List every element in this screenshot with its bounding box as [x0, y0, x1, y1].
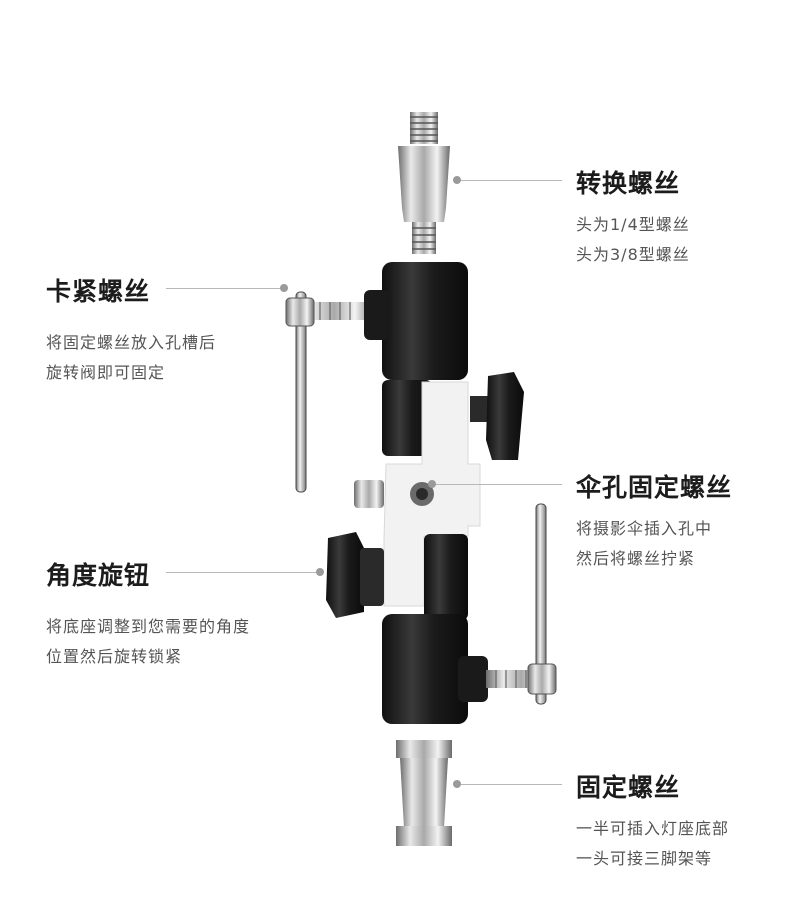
callout-fixed-screw: 固定螺丝 一半可插入灯座底部 一头可接三脚架等	[576, 768, 729, 874]
callout-line: 头为1/4型螺丝	[576, 215, 690, 234]
clamp-screw-assembly	[285, 290, 390, 493]
leader-convert-screw	[458, 180, 562, 181]
callout-line: 将固定螺丝放入孔槽后	[46, 333, 217, 352]
callout-line: 然后将螺丝拧紧	[576, 549, 696, 568]
callout-line: 旋转阀即可固定	[46, 363, 166, 382]
leader-dot-angle-knob	[316, 568, 324, 576]
leader-clamp-screw	[166, 288, 286, 289]
callout-title: 伞孔固定螺丝	[576, 473, 733, 502]
angle-knob	[326, 532, 384, 618]
callout-line: 将摄影伞插入孔中	[576, 519, 713, 538]
leader-dot-convert-screw	[453, 176, 461, 184]
lower-body	[382, 534, 468, 724]
callout-title: 卡紧螺丝	[46, 277, 151, 306]
callout-line: 位置然后旋转锁紧	[46, 647, 183, 666]
callout-title: 角度旋钮	[46, 561, 151, 590]
lower-clamp-screw	[458, 503, 557, 705]
upper-body	[382, 262, 468, 456]
callout-line: 头为3/8型螺丝	[576, 245, 690, 264]
top-spigot-screw	[398, 112, 450, 254]
bottom-spigot	[396, 740, 452, 846]
leader-umbrella-screw	[428, 484, 562, 485]
callout-umbrella-screw: 伞孔固定螺丝 将摄影伞插入孔中 然后将螺丝拧紧	[576, 468, 732, 574]
callout-line: 一半可插入灯座底部	[576, 819, 730, 838]
callout-line: 将底座调整到您需要的角度	[46, 617, 251, 636]
callout-title: 转换螺丝	[576, 169, 681, 198]
leader-fixed-screw	[458, 784, 562, 785]
callout-line: 一头可接三脚架等	[576, 849, 713, 868]
leader-dot-clamp-screw	[280, 284, 288, 292]
umbrella-bracket	[354, 381, 481, 607]
leader-dot-umbrella-screw	[428, 480, 436, 488]
callout-convert-screw: 转换螺丝 头为1/4型螺丝 头为3/8型螺丝	[576, 164, 690, 270]
upper-lock-knob	[470, 372, 524, 460]
callout-clamp-screw: 卡紧螺丝 将固定螺丝放入孔槽后 旋转阀即可固定	[46, 272, 216, 388]
leader-dot-fixed-screw	[453, 780, 461, 788]
callout-angle-knob: 角度旋钮 将底座调整到您需要的角度 位置然后旋转锁紧	[46, 556, 250, 672]
callout-title: 固定螺丝	[576, 773, 681, 802]
leader-angle-knob	[166, 572, 322, 573]
